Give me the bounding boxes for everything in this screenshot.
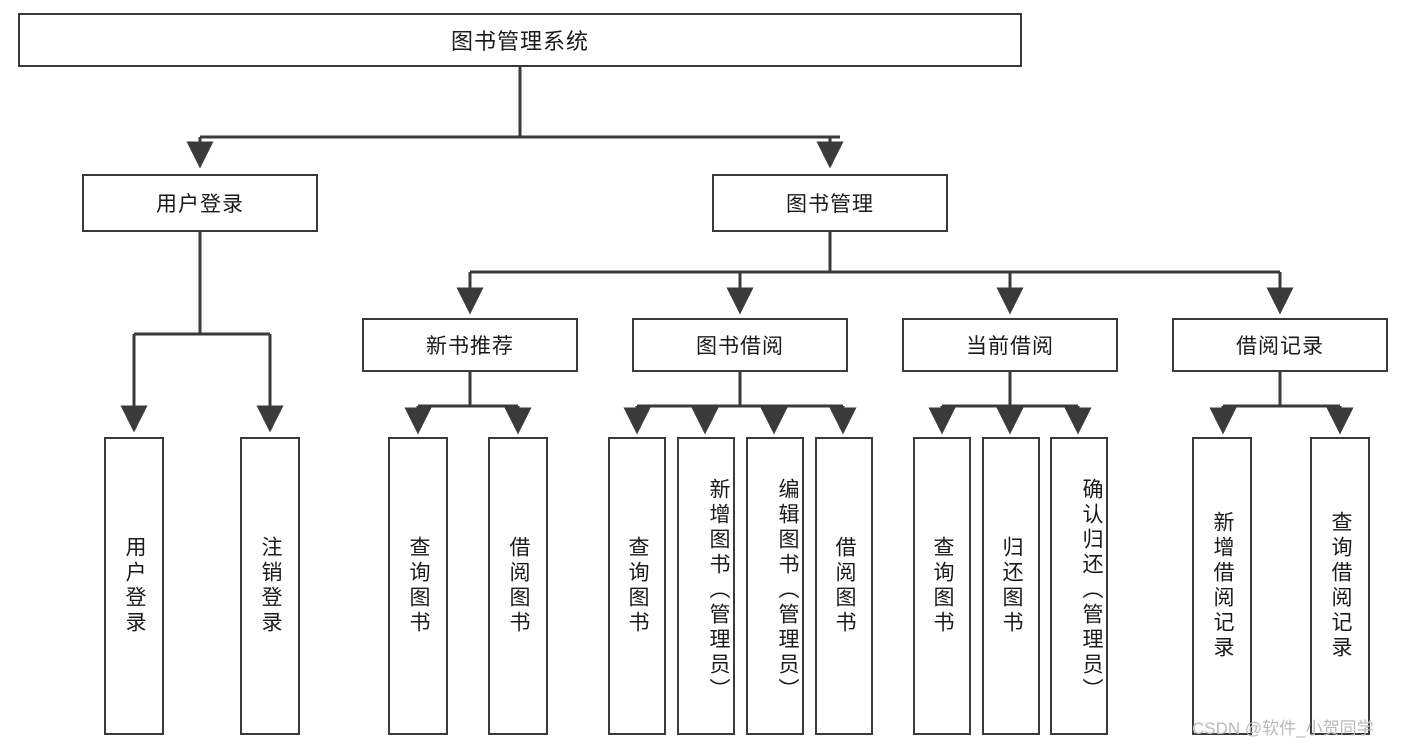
leaf-borrow-book-recommend[interactable]: 借阅图书 (488, 437, 548, 735)
leaf-borrow-book[interactable]: 借阅图书 (815, 437, 873, 735)
node-user-login[interactable]: 用户登录 (82, 174, 318, 232)
leaf-logout[interactable]: 注销登录 (240, 437, 300, 735)
leaf-confirm-return-admin[interactable]: 确认归还（管理员） (1050, 437, 1108, 735)
node-current-borrow[interactable]: 当前借阅 (902, 318, 1118, 372)
leaf-add-borrow-record[interactable]: 新增借阅记录 (1192, 437, 1252, 735)
leaf-edit-book-admin[interactable]: 编辑图书（管理员） (746, 437, 804, 735)
leaf-query-book-current[interactable]: 查询图书 (913, 437, 971, 735)
node-book-management[interactable]: 图书管理 (712, 174, 948, 232)
leaf-query-book-borrow[interactable]: 查询图书 (608, 437, 666, 735)
node-root-system[interactable]: 图书管理系统 (18, 13, 1022, 67)
leaf-query-book-recommend[interactable]: 查询图书 (388, 437, 448, 735)
node-book-borrow[interactable]: 图书借阅 (632, 318, 848, 372)
node-new-book-recommend[interactable]: 新书推荐 (362, 318, 578, 372)
leaf-return-book[interactable]: 归还图书 (982, 437, 1040, 735)
leaf-user-login[interactable]: 用户登录 (104, 437, 164, 735)
leaf-query-borrow-record[interactable]: 查询借阅记录 (1310, 437, 1370, 735)
node-borrow-record[interactable]: 借阅记录 (1172, 318, 1388, 372)
watermark-csdn: CSDN @软件_小贺同学 (1192, 719, 1374, 738)
leaf-add-book-admin[interactable]: 新增图书（管理员） (677, 437, 735, 735)
